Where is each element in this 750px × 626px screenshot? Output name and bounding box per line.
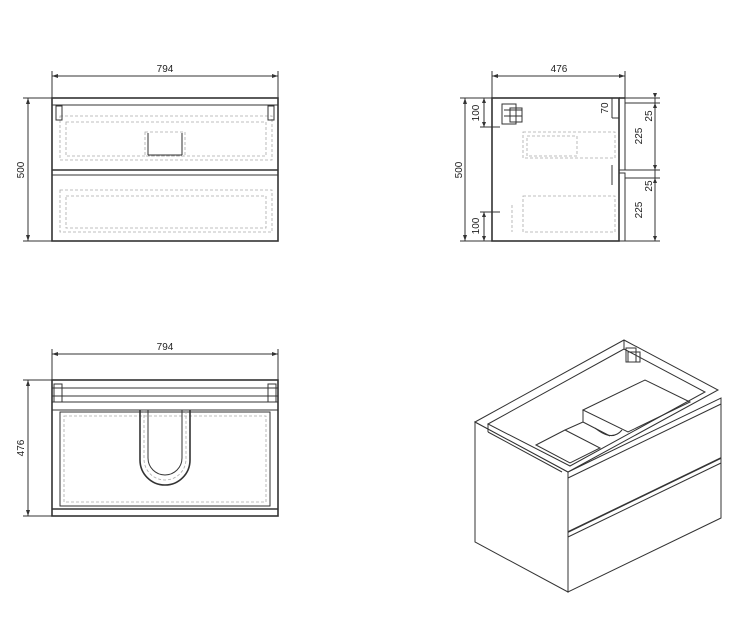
side-height-dimension: 500 (454, 161, 465, 178)
side-bottom-offset-dimension: 100 (471, 217, 482, 234)
side-drawer-top-dimension: 225 (634, 127, 645, 144)
front-view: 794 500 (16, 64, 279, 242)
side-depth-dimension: 476 (551, 64, 568, 75)
top-cabinet-outline (51, 379, 279, 517)
top-depth-dimension: 476 (16, 439, 27, 456)
side-gap-mid-dimension: 25 (644, 180, 655, 192)
top-view: 794 476 (16, 342, 279, 517)
front-width-dimension: 794 (157, 64, 174, 75)
side-gap-top-dimension: 25 (644, 110, 655, 122)
front-height-dimension: 500 (16, 161, 27, 178)
side-drawer-bottom-dimension: 225 (634, 201, 645, 218)
side-view: 476 500 100 100 (454, 64, 660, 242)
top-width-dimension: 794 (157, 342, 174, 353)
side-cutout-dimension: 70 (600, 102, 611, 114)
isometric-view (473, 339, 722, 593)
side-top-offset-dimension: 100 (471, 104, 482, 121)
side-cabinet-outline (491, 97, 620, 242)
